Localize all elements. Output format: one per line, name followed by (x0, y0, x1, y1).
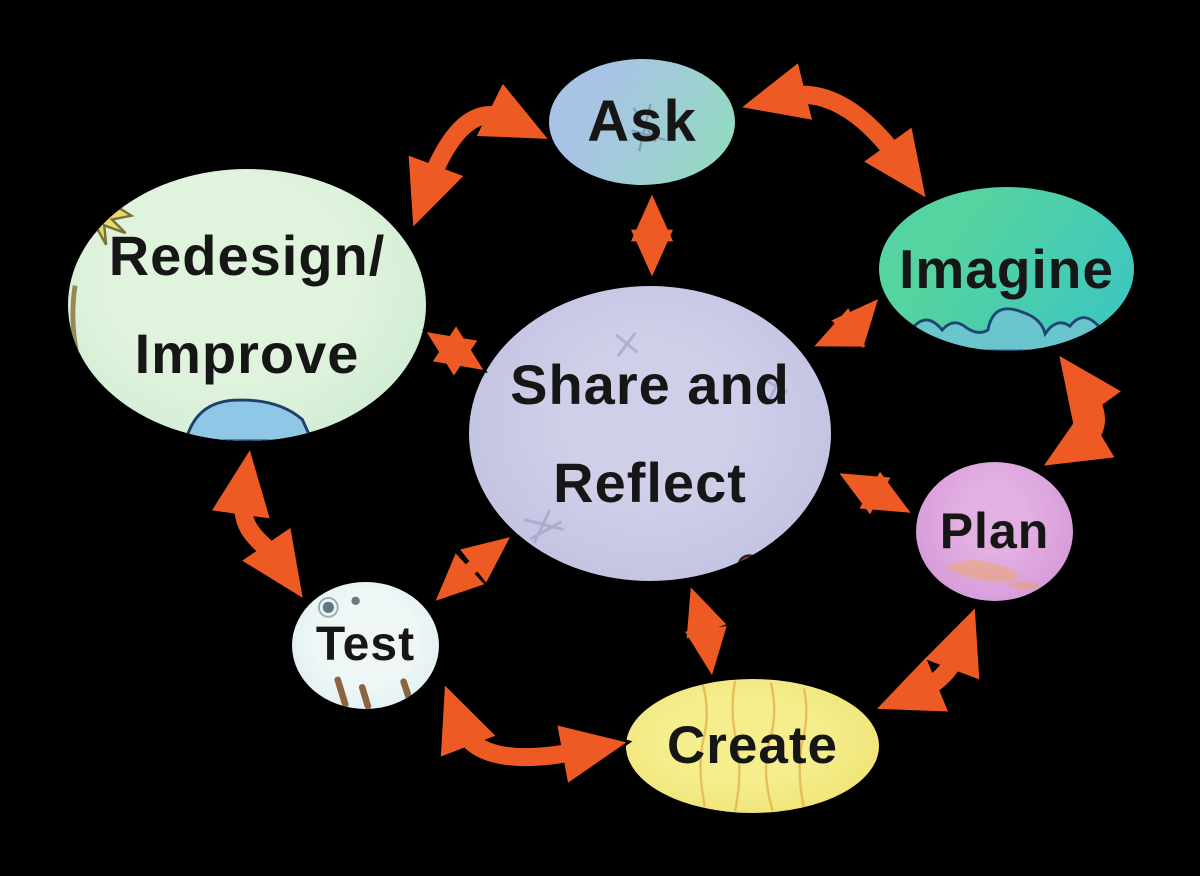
arrow-share-plan (834, 466, 916, 520)
arrow-redesign-share (422, 320, 488, 382)
arrow-imagine-share (809, 295, 882, 354)
arrow-test-create (436, 679, 633, 790)
node-plan-label: Plan (939, 503, 1050, 559)
arrow-redesign-test (205, 444, 307, 603)
create-squiggles-doodle (699, 680, 808, 812)
node-create: Create (622, 675, 883, 817)
node-test: Test (288, 578, 443, 713)
node-plan: Plan (912, 458, 1077, 605)
node-ask-label: Ask (587, 89, 697, 155)
arrow-ask-imagine (736, 56, 930, 203)
node-share-line2: Reflect (553, 450, 747, 514)
node-share-reflect: Share and Reflect (465, 282, 835, 585)
plan-smudge-doodle (944, 560, 1040, 590)
node-imagine-label: Imagine (899, 237, 1114, 300)
node-share-line1: Share and (510, 352, 790, 416)
node-create-label: Create (667, 715, 838, 775)
node-test-label: Test (315, 618, 416, 672)
arrow-redesign-ask (404, 77, 554, 233)
imagine-waves-doodle (906, 307, 1106, 351)
test-dots-doodle (317, 596, 413, 709)
node-ask: Ask (545, 55, 739, 189)
node-redesign-improve: Redesign/ Improve (64, 165, 430, 445)
node-redesign-line1: Redesign/ (108, 224, 386, 288)
arrow-imagine-plan (1038, 350, 1128, 469)
ask-scribble-doodle (631, 103, 666, 152)
arrow-plan-create (871, 602, 984, 716)
arrow-share-create (679, 582, 732, 681)
share-stars-doodle (504, 294, 788, 579)
node-redesign-line2: Improve (134, 322, 360, 385)
node-imagine: Imagine (875, 183, 1138, 355)
redesign-star-blob-doodle (70, 204, 314, 441)
